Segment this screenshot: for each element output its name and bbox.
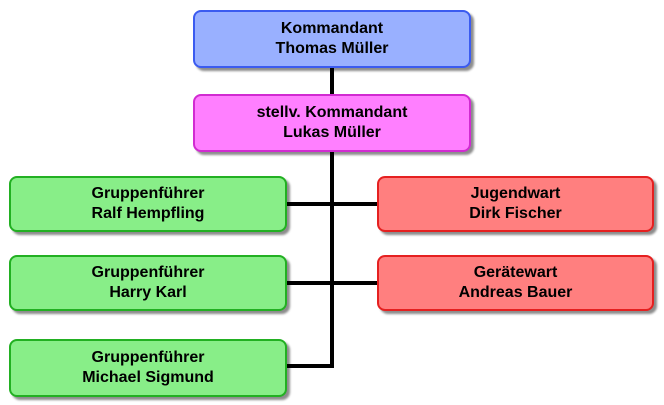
- node-kommandant: Kommandant Thomas Müller: [193, 10, 471, 68]
- node-gruppenfuehrer-2: Gruppenführer Harry Karl: [9, 255, 287, 311]
- node-role: Kommandant: [280, 20, 384, 37]
- node-role: Jugendwart: [470, 185, 561, 202]
- node-role: Gruppenführer: [91, 185, 205, 202]
- node-role: stellv. Kommandant: [256, 104, 408, 121]
- node-geraetewart: Gerätewart Andreas Bauer: [377, 255, 654, 311]
- node-person-name: Thomas Müller: [275, 40, 389, 57]
- node-jugendwart: Jugendwart Dirk Fischer: [377, 176, 654, 232]
- node-gruppenfuehrer-1: Gruppenführer Ralf Hempfling: [9, 176, 287, 232]
- node-person-name: Dirk Fischer: [469, 205, 562, 222]
- node-person-name: Harry Karl: [109, 284, 187, 301]
- node-person-name: Lukas Müller: [283, 124, 381, 141]
- node-role: Gruppenführer: [91, 264, 205, 281]
- node-role: Gruppenführer: [91, 349, 205, 366]
- node-gruppenfuehrer-3: Gruppenführer Michael Sigmund: [9, 339, 287, 397]
- node-person-name: Andreas Bauer: [458, 284, 573, 301]
- node-role: Gerätewart: [473, 264, 558, 281]
- node-person-name: Michael Sigmund: [82, 369, 214, 386]
- node-stellv-kommandant: stellv. Kommandant Lukas Müller: [193, 94, 471, 152]
- node-person-name: Ralf Hempfling: [91, 205, 205, 222]
